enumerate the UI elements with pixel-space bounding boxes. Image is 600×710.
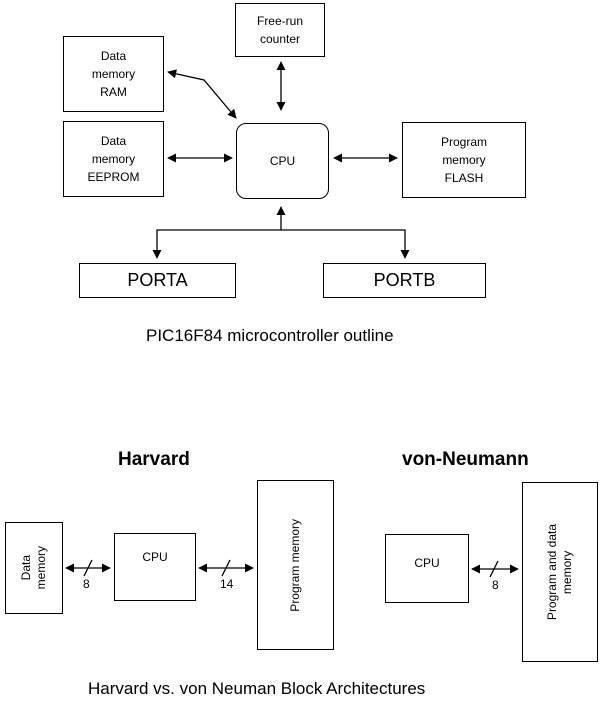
free-run-counter-box: Free-run counter (235, 3, 325, 57)
harvard-program-memory-box: Program memory (257, 480, 334, 650)
vn-bus-width-8: 8 (492, 578, 499, 592)
vn-cpu-box: CPU (385, 534, 469, 603)
bus-slash-vn-8 (489, 560, 499, 578)
data-memory-eeprom-box: Data memory EEPROM (63, 121, 164, 197)
harvard-data-memory-label: Data memory (19, 546, 48, 590)
bus-slash-8 (83, 559, 93, 577)
vn-program-data-memory-box: Program and data memory (522, 482, 598, 662)
portb-label: PORTB (373, 270, 436, 290)
harvard-program-memory-label: Program memory (288, 518, 302, 612)
data-memory-ram-label: Data memory RAM (91, 49, 136, 99)
program-memory-flash-label: Program memory FLASH (440, 135, 487, 185)
program-memory-flash-box: Program memory FLASH (402, 122, 526, 198)
harvard-bus-width-8: 8 (83, 577, 90, 591)
arrow-ram-cpu (167, 69, 237, 119)
porta-box: PORTA (79, 263, 236, 298)
port-bus (152, 229, 410, 259)
portb-box: PORTB (323, 263, 486, 298)
pic16f84-caption: PIC16F84 microcontroller outline (146, 326, 394, 345)
harvard-cpu-label: CPU (142, 550, 168, 564)
vn-program-data-memory-label: Program and data memory (545, 523, 574, 621)
harvard-bus-width-14: 14 (220, 577, 234, 591)
harvard-cpu-box: CPU (114, 533, 196, 601)
architectures-caption: Harvard vs. von Neuman Block Architectur… (88, 679, 426, 698)
vn-cpu-label: CPU (414, 555, 440, 570)
cpu-box: CPU (236, 123, 329, 199)
free-run-counter-label: Free-run counter (256, 14, 303, 46)
porta-label: PORTA (127, 270, 188, 290)
harvard-data-memory-box: Data memory (5, 522, 63, 614)
data-memory-ram-box: Data memory RAM (63, 36, 164, 112)
cpu-label: CPU (269, 154, 296, 168)
data-memory-eeprom-label: Data memory EEPROM (87, 134, 140, 184)
von-neumann-title: von-Neumann (402, 449, 529, 470)
harvard-title: Harvard (118, 449, 190, 470)
bus-slash-14 (221, 559, 231, 577)
